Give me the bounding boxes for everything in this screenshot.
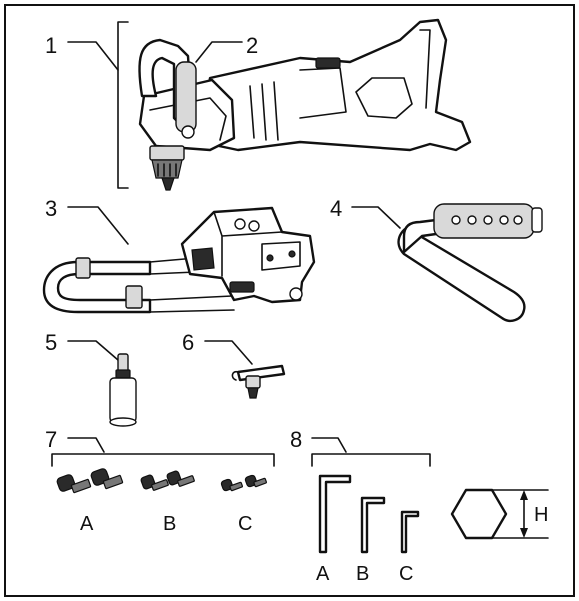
hexagon-shape xyxy=(450,488,508,540)
bracket-1 xyxy=(117,21,129,189)
leader-7 xyxy=(67,437,105,453)
callout-5: 5 xyxy=(45,330,57,355)
callout-1: 1 xyxy=(45,33,57,58)
callout-7: 7 xyxy=(45,427,57,452)
side-handle-assembly xyxy=(42,206,316,314)
callout-4: 4 xyxy=(330,196,342,221)
diagram-border xyxy=(4,4,575,597)
hex-key-c xyxy=(400,510,420,554)
leader-3 xyxy=(67,206,129,245)
bracket-8 xyxy=(311,453,431,467)
hex-size-figure xyxy=(450,488,549,540)
crank-handle xyxy=(397,203,543,322)
leader-8 xyxy=(311,437,347,453)
hex-key-label-a: A xyxy=(316,563,330,585)
callout-2: 2 xyxy=(246,33,258,58)
leader-6 xyxy=(204,340,253,365)
callout-3: 3 xyxy=(45,196,57,221)
angle-drill xyxy=(138,18,472,191)
leader-5 xyxy=(67,340,119,361)
dimension-label-h: H xyxy=(534,504,548,526)
screw-label-b: B xyxy=(163,513,176,535)
callout-8: 8 xyxy=(290,427,302,452)
screw-set-b xyxy=(140,470,195,491)
adapter-part xyxy=(109,353,137,427)
chuck-key xyxy=(231,364,286,399)
hex-key-b xyxy=(360,496,386,554)
screw-set-a xyxy=(56,468,124,494)
leader-2 xyxy=(195,41,243,63)
screw-set-c xyxy=(220,474,267,492)
bracket-7 xyxy=(51,453,275,467)
callout-6: 6 xyxy=(182,330,194,355)
hex-key-label-b: B xyxy=(356,563,369,585)
screw-label-c: C xyxy=(238,513,252,535)
hex-key-label-c: C xyxy=(399,563,413,585)
leader-4 xyxy=(351,206,401,229)
leader-1 xyxy=(67,41,119,71)
hex-key-a xyxy=(318,474,352,554)
screw-label-a: A xyxy=(80,513,94,535)
